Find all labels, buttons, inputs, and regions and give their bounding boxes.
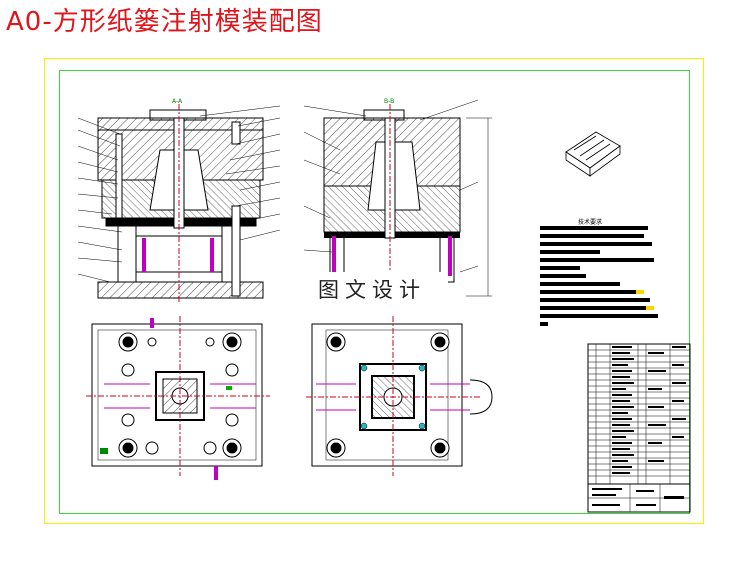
moving-half-plan-view <box>306 316 493 476</box>
section-label-a: A-A <box>172 98 183 105</box>
technical-requirements <box>540 226 658 326</box>
side-section-view: B-B <box>303 98 492 300</box>
front-section-view: A-A <box>77 98 281 302</box>
page-title: A0-方形纸篓注射模装配图 <box>6 7 323 37</box>
title-block <box>587 343 691 513</box>
watermark: 图文设计 <box>296 272 448 308</box>
part-isometric-sketch <box>565 131 621 177</box>
section-label-b: B-B <box>384 98 394 105</box>
drawing-frame <box>59 70 690 514</box>
tech-requirements-heading: 技术要求 <box>578 219 603 226</box>
fixed-half-plan-view <box>86 316 270 480</box>
